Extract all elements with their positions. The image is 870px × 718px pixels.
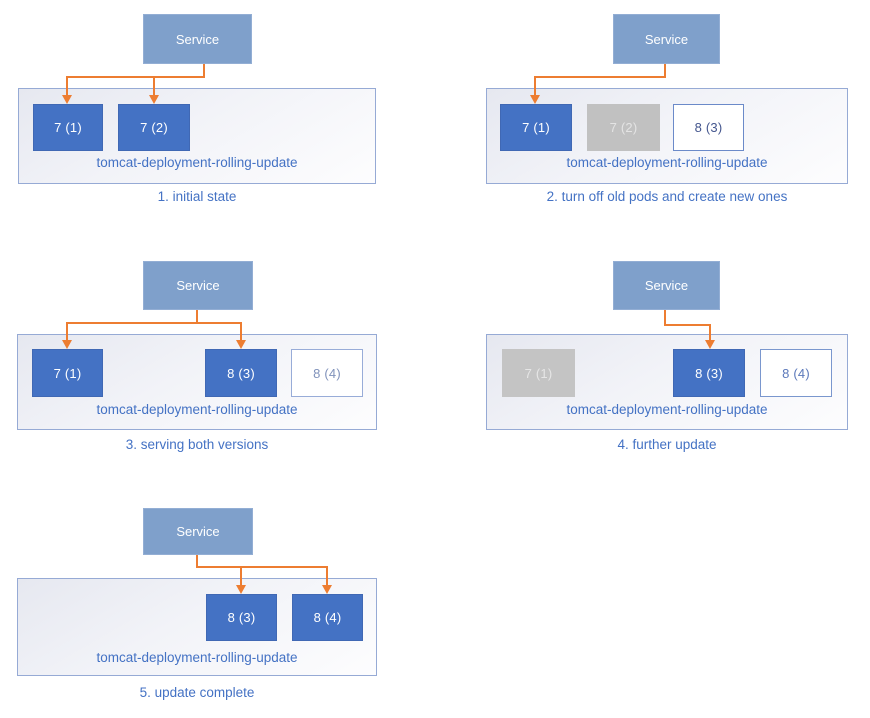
pod-7-2: 7 (2) bbox=[118, 104, 190, 151]
service-box: Service bbox=[613, 261, 720, 310]
arrow-segment bbox=[196, 310, 198, 324]
service-box: Service bbox=[143, 508, 253, 555]
pod-7-1: 7 (1) bbox=[500, 104, 572, 151]
arrow-segment bbox=[709, 324, 711, 340]
step-caption: 3. serving both versions bbox=[125, 437, 269, 452]
arrow-segment bbox=[240, 322, 242, 340]
arrow-segment bbox=[664, 64, 666, 78]
pod-8-3: 8 (3) bbox=[205, 349, 277, 397]
service-box: Service bbox=[143, 261, 253, 310]
step-caption: 4. further update bbox=[617, 437, 717, 452]
arrow-down-head bbox=[236, 340, 246, 349]
arrow-down-head bbox=[62, 340, 72, 349]
pod-8-3: 8 (3) bbox=[673, 349, 745, 397]
arrow-segment bbox=[66, 322, 68, 340]
arrow-segment bbox=[66, 76, 68, 95]
arrow-segment bbox=[196, 566, 328, 568]
arrow-down-head bbox=[530, 95, 540, 104]
pod-7-2: 7 (2) bbox=[587, 104, 660, 151]
arrow-segment bbox=[240, 566, 242, 585]
pod-8-4: 8 (4) bbox=[291, 349, 363, 397]
arrow-segment bbox=[66, 76, 205, 78]
arrow-down-head bbox=[62, 95, 72, 104]
arrow-down-head bbox=[236, 585, 246, 594]
arrow-segment bbox=[196, 555, 198, 568]
step-caption: 1. initial state bbox=[157, 189, 237, 204]
arrow-segment bbox=[153, 76, 155, 95]
arrow-segment bbox=[66, 322, 242, 324]
deployment-name-label: tomcat-deployment-rolling-update bbox=[566, 402, 768, 417]
pod-7-1: 7 (1) bbox=[32, 349, 103, 397]
step-caption: 2. turn off old pods and create new ones bbox=[546, 189, 788, 204]
arrow-down-head bbox=[322, 585, 332, 594]
deployment-name-label: tomcat-deployment-rolling-update bbox=[566, 155, 768, 170]
arrow-segment bbox=[203, 64, 205, 78]
pod-8-4: 8 (4) bbox=[760, 349, 832, 397]
arrow-segment bbox=[664, 310, 666, 326]
deployment-name-label: tomcat-deployment-rolling-update bbox=[96, 402, 298, 417]
step-caption: 5. update complete bbox=[139, 685, 255, 700]
arrow-segment bbox=[534, 76, 666, 78]
arrow-segment bbox=[326, 566, 328, 585]
pod-8-3: 8 (3) bbox=[206, 594, 277, 641]
arrow-down-head bbox=[705, 340, 715, 349]
pod-7-1: 7 (1) bbox=[33, 104, 103, 151]
service-box: Service bbox=[613, 14, 720, 64]
pod-8-3: 8 (3) bbox=[673, 104, 744, 151]
pod-8-4: 8 (4) bbox=[292, 594, 363, 641]
arrow-down-head bbox=[149, 95, 159, 104]
deployment-name-label: tomcat-deployment-rolling-update bbox=[96, 155, 298, 170]
pod-7-1: 7 (1) bbox=[502, 349, 575, 397]
arrow-segment bbox=[664, 324, 711, 326]
service-box: Service bbox=[143, 14, 252, 64]
deployment-name-label: tomcat-deployment-rolling-update bbox=[96, 650, 298, 665]
arrow-segment bbox=[534, 76, 536, 95]
